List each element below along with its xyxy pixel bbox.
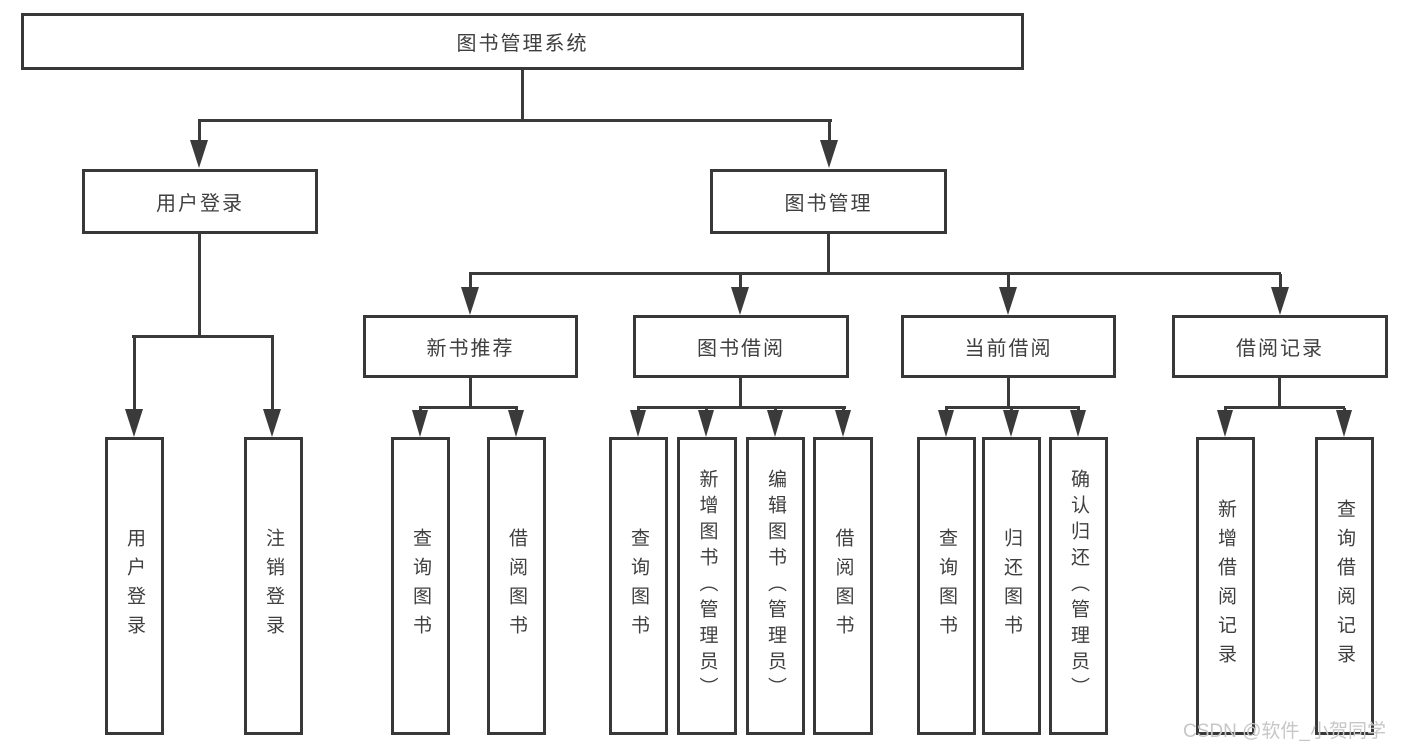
node-borrowing-records: 借阅记录	[1172, 315, 1388, 378]
connector-line	[1007, 274, 1010, 289]
node-book-borrowing: 图书借阅	[633, 315, 849, 378]
connector-line	[132, 335, 274, 338]
leaf-current-confirm-return-admin: 确认归还（管理员）	[1049, 437, 1108, 735]
leaf-label: 归还图书	[1001, 528, 1022, 644]
connector-line	[739, 274, 742, 289]
leaf-label: 借阅图书	[506, 528, 527, 644]
arrow-down-icon	[508, 410, 524, 437]
arrow-down-icon	[630, 410, 646, 437]
arrow-down-icon	[767, 410, 783, 437]
connector-line	[198, 120, 201, 141]
arrow-down-icon	[820, 140, 838, 168]
arrow-down-icon	[1003, 410, 1019, 437]
arrow-down-icon	[190, 140, 208, 168]
node-current-borrowing: 当前借阅	[901, 315, 1116, 378]
leaf-borrowing-borrow-books: 借阅图书	[813, 437, 873, 735]
leaf-label: 用户登录	[124, 528, 145, 644]
leaf-label: 借阅图书	[832, 528, 854, 644]
connector-line	[1007, 377, 1010, 408]
node-label: 图书管理	[784, 193, 873, 215]
arrow-down-icon	[698, 410, 714, 437]
connector-line	[1224, 406, 1345, 409]
arrow-down-icon	[1217, 410, 1233, 437]
leaf-logout: 注销登录	[244, 437, 303, 735]
leaf-label: 编辑图书（管理员）	[765, 469, 786, 703]
node-label: 图书管理系统	[456, 33, 589, 55]
connector-line	[198, 233, 201, 337]
arrow-down-icon	[1336, 410, 1352, 437]
leaf-label: 注销登录	[263, 528, 284, 644]
node-book-management: 图书管理	[710, 169, 947, 234]
arrow-down-icon	[835, 410, 851, 437]
watermark: CSDN @软件_小贺同学	[1183, 721, 1386, 742]
leaf-label: 确认归还（管理员）	[1068, 469, 1089, 703]
connector-line	[637, 406, 846, 409]
arrow-down-icon	[263, 409, 281, 437]
node-user-login: 用户登录	[82, 169, 318, 234]
connector-line	[1279, 274, 1282, 289]
arrow-down-icon	[999, 287, 1017, 315]
arrow-down-icon	[125, 409, 143, 437]
connector-line	[419, 406, 518, 409]
leaf-label: 新增借阅记录	[1215, 499, 1236, 673]
arrow-down-icon	[1271, 287, 1289, 315]
leaf-label: 新增图书（管理员）	[696, 469, 718, 703]
arrow-down-icon	[412, 410, 428, 437]
leaf-current-return-books: 归还图书	[982, 437, 1041, 735]
connector-line	[469, 274, 472, 289]
connector-line	[739, 377, 742, 408]
node-label: 借阅记录	[1236, 338, 1324, 360]
leaf-borrowing-query-books: 查询图书	[609, 437, 668, 735]
connector-line	[945, 406, 1080, 409]
connector-line	[1278, 377, 1281, 408]
node-label: 用户登录	[156, 193, 244, 215]
arrow-down-icon	[731, 287, 749, 315]
leaf-records-add-borrow-record: 新增借阅记录	[1196, 437, 1255, 735]
arrow-down-icon	[461, 287, 479, 315]
node-label: 图书借阅	[697, 338, 785, 360]
leaf-current-query-books: 查询图书	[917, 437, 976, 735]
connector-line	[469, 377, 472, 408]
leaf-newbooks-query-books: 查询图书	[391, 437, 450, 735]
leaf-borrowing-edit-books-admin: 编辑图书（管理员）	[746, 437, 805, 735]
connector-line	[827, 233, 830, 275]
leaf-label: 查询图书	[628, 528, 649, 644]
connector-line	[271, 336, 274, 412]
node-book-management-system: 图书管理系统	[21, 13, 1024, 70]
leaf-user-login: 用户登录	[105, 437, 164, 735]
leaf-label: 查询图书	[410, 528, 431, 644]
arrow-down-icon	[1070, 410, 1086, 437]
node-label: 当前借阅	[964, 338, 1053, 360]
connector-line	[521, 70, 524, 121]
leaf-records-query-borrow-record: 查询借阅记录	[1315, 437, 1374, 735]
leaf-newbooks-borrow-books: 借阅图书	[487, 437, 546, 735]
node-new-book-recommendation: 新书推荐	[363, 315, 578, 378]
leaf-borrowing-add-books-admin: 新增图书（管理员）	[677, 437, 737, 735]
leaf-label: 查询借阅记录	[1334, 499, 1355, 673]
connector-line	[828, 120, 831, 141]
arrow-down-icon	[938, 410, 954, 437]
node-label: 新书推荐	[426, 338, 515, 360]
connector-line	[469, 272, 1281, 275]
leaf-label: 查询图书	[936, 528, 957, 644]
connector-line	[198, 119, 832, 122]
connector-line	[133, 336, 136, 412]
